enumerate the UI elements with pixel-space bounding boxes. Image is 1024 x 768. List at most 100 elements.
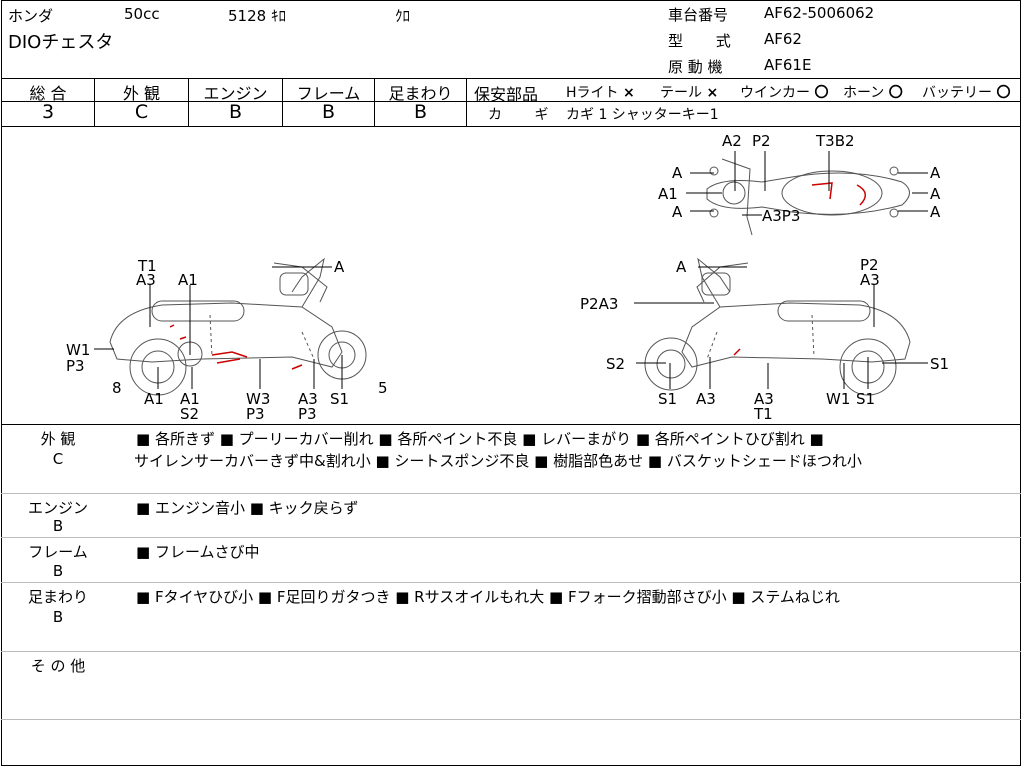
diagram-label: A [672, 164, 683, 182]
safety-label: 保安部品 [474, 85, 539, 104]
diagram-label: S1 [658, 390, 677, 408]
diagram-label: S1 [930, 355, 949, 373]
diagram-label: T1 [137, 257, 157, 275]
diagram-label: 5 [378, 379, 388, 397]
section-text-frame: ■ フレームさび中 [136, 543, 260, 561]
diagram-label: A3 [696, 390, 716, 408]
diagram-label: P2 [860, 256, 879, 274]
grade-header-engine: エンジン [203, 84, 268, 103]
grade-header-exterior: 外 観 [122, 84, 161, 103]
section-text-exterior-1: ■ 各所きず ■ プーリーカバー削れ ■ 各所ペイント不良 ■ レバーまがり ■… [136, 430, 824, 448]
displacement: 50cc [124, 5, 160, 23]
diagram-label: W1 [826, 390, 850, 408]
diagram-label: A [334, 258, 345, 276]
diagram-label: A1 [144, 390, 164, 408]
diagram-label: A2 [722, 132, 742, 150]
section-label-exterior: 外 観 [40, 430, 76, 448]
divider [282, 78, 283, 126]
divider [1, 101, 467, 102]
diagram-label: A1 [658, 185, 678, 203]
diagram-label: W3 [246, 390, 270, 408]
diagram-label: T3B2 [815, 132, 855, 150]
grade-frame: B [321, 101, 336, 123]
scooter-top-view [706, 158, 910, 236]
diagram-label: T1 [753, 405, 773, 423]
diagram-label: A3 [754, 390, 774, 408]
section-label-engine: エンジン [27, 499, 88, 517]
diagram-label: A3 [860, 271, 880, 289]
safety-item-winker: ウインカー 〇 [740, 85, 829, 101]
diagram-label: S1 [330, 390, 349, 408]
divider [466, 101, 1020, 102]
damage-diagram: T1 A3 A1 A W1 P3 8 A1 A1 S2 W3 P3 A3 P3 … [66, 132, 949, 423]
section-label-frame: フレーム [28, 543, 88, 561]
section-text-engine: ■ エンジン音小 ■ キック戻らず [136, 499, 359, 517]
divider [374, 78, 375, 126]
key-label: カ ギ [488, 107, 563, 123]
model-name: DIOチェスタ [8, 32, 114, 53]
section-text-exterior-2: サイレンサーカバーきず中&割れ小 ■ シートスポンジ不良 ■ 樹脂部色あせ ■ … [134, 452, 862, 470]
scooter-right-side-view [644, 257, 911, 396]
diagram-label: A [930, 185, 941, 203]
grade-suspension: B [413, 101, 428, 123]
diagram-label: A [676, 258, 687, 276]
grade-engine: B [228, 101, 243, 123]
section-grade-exterior: C [52, 450, 64, 468]
diagram-label: A [672, 203, 683, 221]
diagram-label: P2 [752, 132, 771, 150]
safety-item-tail: テール × [660, 85, 719, 101]
grade-header-suspension: 足まわり [388, 84, 453, 103]
diagram-label: S1 [856, 390, 875, 408]
diagram-label: A [930, 203, 941, 221]
grade-header-overall: 総 合 [29, 84, 67, 103]
diagram-label: A1 [180, 390, 200, 408]
grade-overall: 3 [41, 101, 55, 123]
engine-label: 原 動 機 [668, 58, 723, 76]
diagram-label: P3 [298, 405, 317, 423]
divider [1, 424, 1021, 425]
leader-lines [94, 151, 928, 389]
section-label-suspension: 足まわり [27, 588, 88, 606]
diagram-label: A3P3 [762, 207, 800, 225]
section-grade-frame: B [52, 562, 64, 580]
diagram-label: A3 [136, 271, 156, 289]
divider [1, 126, 1021, 127]
section-grade-suspension: B [52, 608, 64, 626]
section-text-suspension: ■ Fタイヤひび小 ■ F足回りガタつき ■ Rサスオイルもれ大 ■ Fフォーク… [136, 588, 840, 606]
mileage: 5128 ｷﾛ [228, 7, 286, 25]
diagram-label: S2 [606, 355, 625, 373]
diagram-label: P3 [66, 357, 85, 375]
safety-item-horn: ホーン 〇 [843, 85, 903, 101]
maker: ホンダ [8, 7, 54, 25]
safety-item-battery: バッテリー 〇 [922, 85, 1011, 101]
section-label-other: そ の 他 [30, 657, 86, 675]
diagram-label: A3 [298, 390, 318, 408]
diagram-label: A [930, 164, 941, 182]
diagram-label: 8 [112, 379, 122, 397]
diagram-label: A1 [178, 271, 198, 289]
diagram-label: S2 [180, 405, 199, 423]
engine-value: AF61E [764, 56, 812, 74]
key-value: カギ 1 シャッターキー1 [566, 107, 719, 123]
damage-marks [169, 182, 866, 370]
section-grade-engine: B [52, 517, 64, 535]
type-label: 型 式 [668, 32, 745, 50]
diagram-label: W1 [66, 341, 90, 359]
divider [94, 78, 95, 126]
divider [1, 493, 1021, 494]
divider [1, 78, 1021, 79]
divider [1, 582, 1021, 583]
divider [466, 78, 467, 126]
grade-header-frame: フレーム [296, 84, 361, 103]
type-value: AF62 [764, 30, 802, 48]
frame-no: AF62-5006062 [764, 4, 875, 22]
divider [1, 651, 1021, 652]
diagram-label: P3 [246, 405, 265, 423]
color: ｸﾛ [395, 7, 411, 25]
divider [188, 78, 189, 126]
divider [1, 719, 1021, 720]
diagram-label: P2A3 [580, 295, 618, 313]
safety-item-headlight: Hライト × [566, 85, 635, 101]
grade-exterior: C [134, 101, 149, 123]
